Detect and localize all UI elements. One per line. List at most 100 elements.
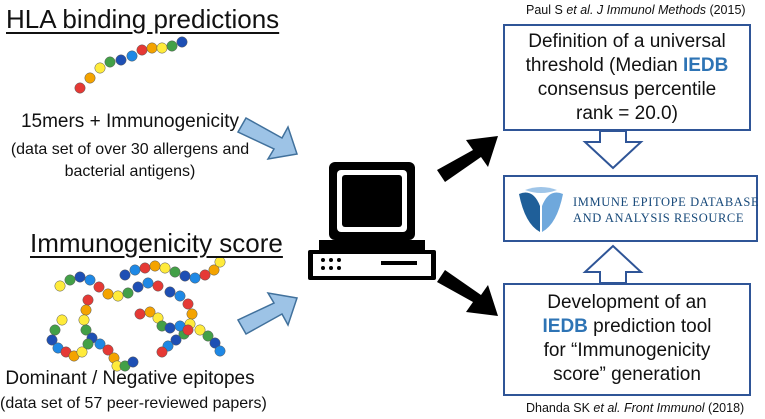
threshold-line2: threshold (Median IEDB [525, 55, 729, 76]
amino-acid-bead [80, 304, 92, 316]
arrow-computer-to-threshold [437, 136, 498, 182]
threshold-line4: rank = 20.0) [576, 103, 678, 124]
epitope-chain-7 [194, 324, 226, 357]
amino-acid-bead [169, 266, 181, 278]
hla-dataset-note-line2: bacterial antigens) [64, 163, 196, 180]
amino-acid-bead [214, 345, 226, 357]
amino-acid-bead [102, 344, 114, 356]
amino-acid-bead [170, 334, 182, 346]
amino-acid-bead [93, 281, 105, 293]
threshold-definition-box: Definition of a universal threshold (Med… [503, 24, 751, 131]
amino-acid-bead [166, 40, 178, 52]
iedb-highlight: IEDB [682, 55, 729, 76]
amino-acid-bead [46, 334, 58, 346]
amino-acid-bead [56, 314, 68, 326]
amino-acid-bead [149, 260, 161, 272]
immunogenicity-description: Dominant / Negative epitopes [5, 368, 255, 389]
threshold-line3: consensus percentile [537, 79, 717, 100]
amino-acid-bead [179, 270, 191, 282]
tool-line4: score” generation [553, 364, 701, 385]
iedb-logo-text-line1: IMMUNE EPITOPE DATABASE [573, 195, 760, 209]
amino-acid-bead [214, 256, 226, 268]
amino-acid-bead [134, 308, 146, 320]
citation-bottom: Dhanda SK et al. Front Immunol (2018) [526, 401, 745, 415]
epitope-chain-2 [119, 256, 226, 284]
computer-icon [308, 162, 436, 280]
amino-acid-bead [126, 50, 138, 62]
amino-acid-bead [64, 274, 76, 286]
hla-dataset-note-line1: (data set of over 30 allergens and [10, 141, 250, 158]
amino-acid-bead [127, 356, 139, 368]
amino-acid-bead [122, 287, 134, 299]
amino-acid-bead [102, 288, 114, 300]
amino-acid-bead [176, 36, 188, 48]
amino-acid-bead [156, 346, 168, 358]
amino-acid-bead [144, 306, 156, 318]
amino-acid-bead [164, 286, 176, 298]
amino-acid-bead [54, 280, 66, 292]
epitope-chain-4 [46, 314, 94, 362]
amino-acid-bead [115, 54, 127, 66]
amino-acid-bead [76, 346, 88, 358]
amino-acid-bead [152, 280, 164, 292]
arrow-hla-to-computer [236, 116, 298, 161]
amino-acid-bead [199, 269, 211, 281]
epitope-chain-1 [54, 271, 164, 302]
amino-acid-bead [78, 314, 90, 326]
amino-acid-bead [74, 82, 86, 94]
immunogenicity-dataset-note: (data set of 57 peer-reviewed papers) [0, 395, 267, 412]
peptide-chains [46, 36, 226, 372]
amino-acid-bead [94, 62, 106, 74]
amino-acid-bead [209, 337, 221, 349]
hla-description: 15mers + Immunogenicity [20, 111, 240, 132]
amino-acid-bead [182, 298, 194, 310]
tool-line1: Development of an [547, 292, 707, 313]
amino-acid-bead [159, 262, 171, 274]
arrow-tool-to-iedb [582, 244, 644, 284]
amino-acid-bead [186, 308, 198, 320]
amino-acid-bead [132, 281, 144, 293]
amino-acid-bead [189, 272, 201, 284]
immunogenicity-section-title: Immunogenicity score [30, 228, 283, 258]
tool-line3: for “Immunogenicity [543, 340, 711, 361]
amino-acid-bead [112, 290, 124, 302]
prediction-tool-box: Development of an IEDB prediction tool f… [503, 283, 751, 396]
amino-acid-bead [194, 324, 206, 336]
amino-acid-bead [139, 262, 151, 274]
amino-acid-bead [84, 72, 96, 84]
amino-acid-bead [182, 324, 194, 336]
iedb-logo-icon [519, 187, 563, 232]
citation-top: Paul S et al. J Immunol Methods (2015) [526, 3, 746, 17]
epitope-chain-6 [134, 306, 194, 336]
amino-acid-bead [142, 277, 154, 289]
amino-acid-bead [82, 338, 94, 350]
hla-peptide-chain [74, 36, 188, 94]
amino-acid-bead [74, 271, 86, 283]
iedb-logo-box: IMMUNE EPITOPE DATABASE AND ANALYSIS RES… [503, 175, 760, 242]
amino-acid-bead [146, 42, 158, 54]
iedb-logo-text-line2: AND ANALYSIS RESOURCE [573, 211, 745, 225]
arrow-computer-to-tool [437, 270, 498, 316]
amino-acid-bead [164, 322, 176, 334]
amino-acid-bead [129, 264, 141, 276]
amino-acid-bead [80, 324, 92, 336]
amino-acid-bead [119, 269, 131, 281]
amino-acid-bead [84, 274, 96, 286]
tool-line2: IEDB prediction tool [542, 316, 712, 337]
amino-acid-bead [156, 42, 168, 54]
iedb-highlight: IEDB [542, 316, 588, 337]
amino-acid-bead [82, 294, 94, 306]
amino-acid-bead [174, 290, 186, 302]
epitope-chain-3 [78, 294, 139, 372]
amino-acid-bead [136, 44, 148, 56]
amino-acid-bead [94, 338, 106, 350]
amino-acid-bead [208, 264, 220, 276]
amino-acid-bead [202, 330, 214, 342]
hla-section-title: HLA binding predictions [6, 4, 280, 34]
amino-acid-bead [49, 324, 61, 336]
amino-acid-bead [104, 56, 116, 68]
threshold-line1: Definition of a universal [528, 31, 726, 52]
arrow-threshold-to-iedb [582, 130, 644, 170]
arrow-immunogenicity-to-computer [236, 291, 298, 336]
